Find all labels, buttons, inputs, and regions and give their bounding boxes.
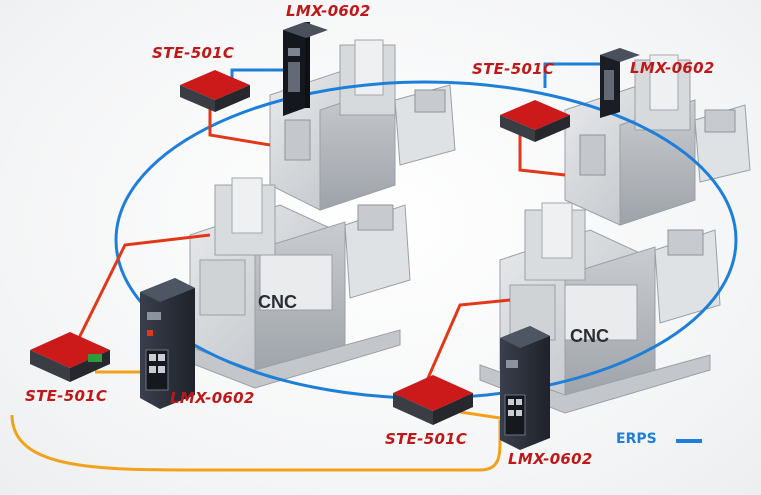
converter-ste-top-right bbox=[500, 100, 570, 142]
converter-ste-top-left bbox=[180, 70, 250, 112]
cnc-machine-top-right bbox=[564, 54, 751, 226]
ring-link-top-left bbox=[230, 68, 292, 78]
legend-erps-line bbox=[676, 439, 702, 443]
label-lmx-top: LMX-0602 bbox=[286, 2, 371, 20]
legend-erps-label: ERPS bbox=[616, 431, 657, 447]
link-middle-left bbox=[76, 233, 211, 341]
label-ste-top-left: STE-501C bbox=[152, 44, 235, 62]
label-ste-bottom-center: STE-501C bbox=[385, 430, 468, 448]
label-lmx-bottom-right: LMX-0602 bbox=[508, 450, 593, 468]
label-lmx-bottom-left: LMX-0602 bbox=[170, 389, 255, 407]
label-ste-bottom-left: STE-501C bbox=[25, 387, 108, 405]
switch-lmx-top bbox=[283, 22, 328, 116]
label-lmx-top-right: LMX-0602 bbox=[630, 59, 715, 77]
orange-trunk bbox=[10, 370, 502, 472]
link-top-right bbox=[518, 135, 566, 177]
switch-lmx-top-right bbox=[600, 48, 640, 118]
converter-ste-bottom-left bbox=[30, 332, 110, 382]
ring-link-top-right bbox=[543, 62, 610, 88]
cnc-machine-left bbox=[169, 177, 411, 389]
link-top-left bbox=[208, 102, 271, 147]
switch-lmx-bottom-right bbox=[500, 326, 550, 450]
orange-link-bottom-center bbox=[459, 410, 501, 420]
cnc-text-left: CNC bbox=[258, 292, 297, 312]
converter-ste-bottom-center bbox=[393, 375, 473, 425]
cnc-text-right: CNC bbox=[570, 326, 609, 346]
switch-lmx-bottom-left bbox=[140, 278, 195, 409]
label-ste-top-right: STE-501C bbox=[472, 60, 555, 78]
link-bottom-center bbox=[423, 298, 511, 386]
